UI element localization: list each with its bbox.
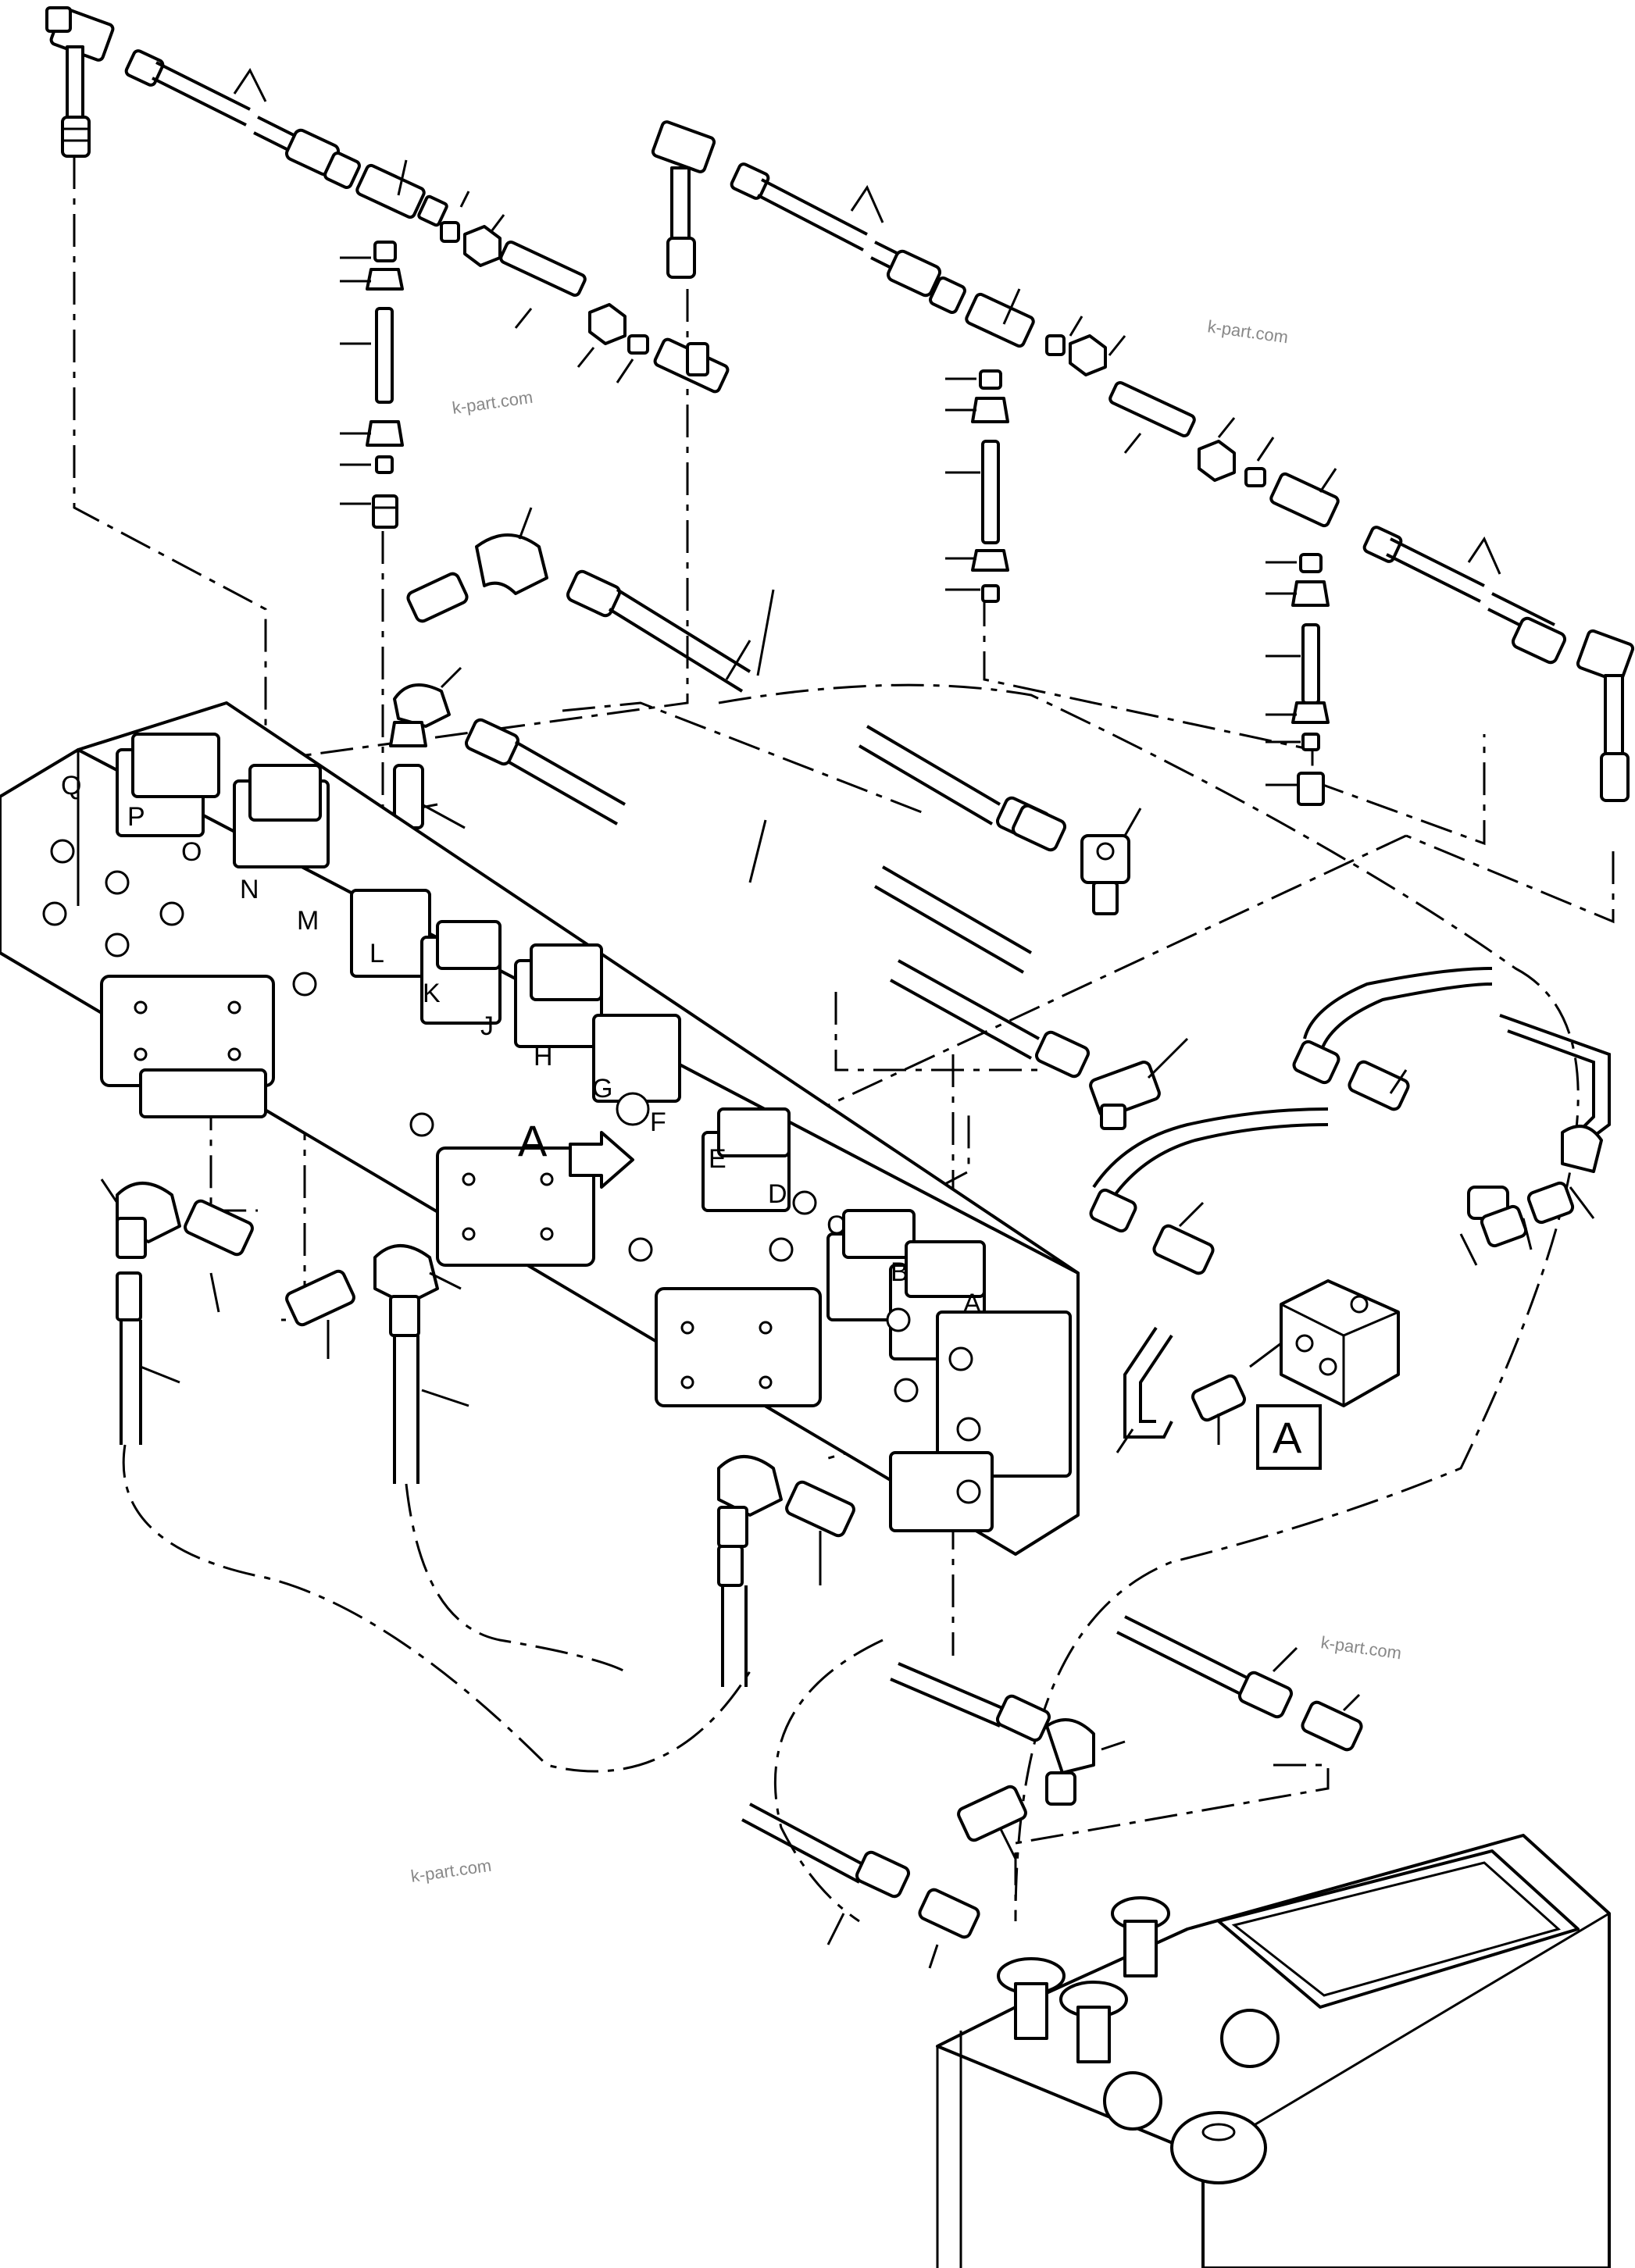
- right-hose-assembly: [1266, 526, 1635, 806]
- control-panel: [936, 1834, 1611, 2268]
- middle-hoses: [389, 507, 1189, 1130]
- top-left-hose-assembly: [45, 6, 730, 529]
- valve-label-j: J: [480, 1011, 494, 1041]
- bottom-hoses: [741, 1615, 1363, 1969]
- valve-label-o: O: [181, 837, 202, 867]
- valve-label-c: C: [826, 1211, 846, 1240]
- right-loop-hoses: [1089, 967, 1611, 1453]
- valve-label-l: L: [369, 939, 384, 968]
- watermark-4: k-part.com: [409, 1856, 492, 1886]
- valve-label-k: K: [423, 979, 441, 1008]
- valve-label-m: M: [297, 906, 319, 936]
- watermark-1: k-part.com: [451, 387, 534, 418]
- valve-label-d: D: [768, 1179, 787, 1209]
- valve-label-g: G: [592, 1074, 612, 1104]
- valve-label-n: N: [240, 875, 259, 904]
- valve-label-a: A: [963, 1289, 981, 1318]
- view-box-a-label: A: [1273, 1413, 1302, 1462]
- valve-label-f: F: [650, 1107, 666, 1137]
- main-valve-block: [0, 701, 1080, 1556]
- valve-label-q: Q: [61, 771, 81, 801]
- valve-label-group: Q P O N M L K J H G F E D C B A: [61, 771, 981, 1318]
- valve-label-h: H: [534, 1042, 553, 1072]
- valve-label-b: B: [891, 1257, 909, 1287]
- view-marker-a: A: [518, 1116, 548, 1165]
- watermark-3: k-part.com: [1319, 1632, 1402, 1663]
- valve-label-p: P: [127, 802, 145, 832]
- leader-lines: [73, 156, 1615, 1923]
- valve-label-e: E: [709, 1144, 726, 1174]
- top-center-hose-assembly: [651, 120, 1340, 603]
- lower-left-fittings: [100, 1179, 855, 1687]
- watermark-2: k-part.com: [1206, 316, 1289, 347]
- view-box-a: A: [1256, 1404, 1322, 1470]
